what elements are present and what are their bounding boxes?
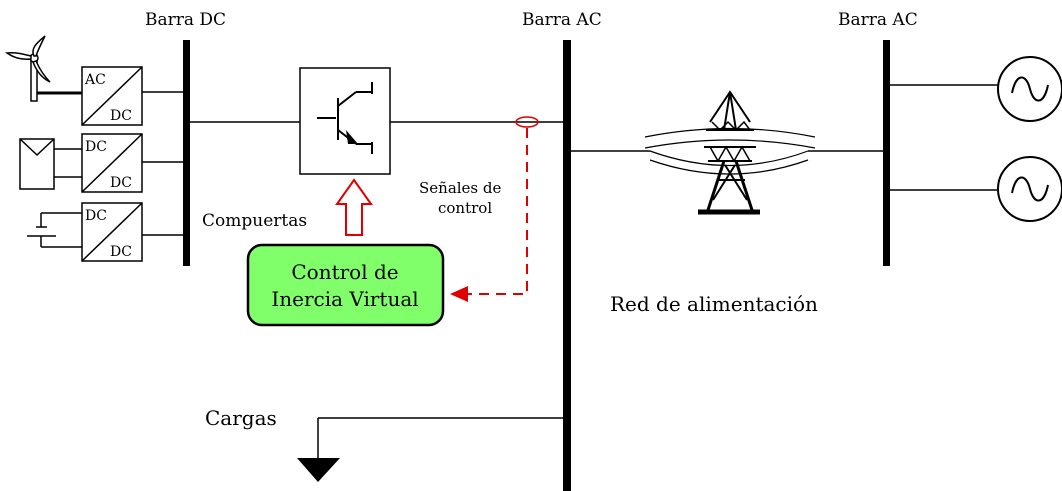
converter-bus-links	[142, 91, 183, 236]
dc-bus-bar	[183, 40, 190, 266]
transmission-tower-icon	[644, 90, 816, 215]
ground-icon	[297, 458, 340, 482]
converter-2: DC DC	[81, 133, 143, 193]
loads-label: Cargas	[205, 406, 277, 430]
converter-2-top: DC	[85, 139, 107, 155]
control-label-line1: Control de	[291, 260, 398, 284]
signals-label-line1: Señales de	[419, 179, 501, 197]
battery-icon	[27, 212, 82, 248]
control-label-line2: Inercia Virtual	[271, 287, 418, 311]
converter-1-top: AC	[84, 72, 106, 88]
igbt-icon	[299, 67, 391, 175]
ac-bus-2-label: Barra AC	[838, 10, 918, 30]
ac-source-icon	[997, 156, 1062, 222]
dc-bus-label: Barra DC	[145, 10, 226, 30]
converter-3-top: DC	[85, 208, 107, 224]
wind-turbine-icon	[4, 35, 51, 102]
gates-label: Compuertas	[202, 211, 307, 231]
converter-3-bottom: DC	[110, 244, 132, 260]
ac-bus-2-bar	[883, 40, 890, 266]
ac-source-icon	[997, 56, 1062, 122]
ac-bus-1-bar	[563, 40, 571, 491]
converter-3: DC DC	[81, 202, 143, 262]
converter-2-bottom: DC	[110, 175, 132, 191]
converter-1-bottom: DC	[110, 108, 132, 124]
control-signal-path	[450, 128, 528, 302]
ac-bus-1-label: Barra AC	[522, 10, 602, 30]
signals-label-line2: control	[438, 199, 492, 217]
solar-panel-icon	[19, 138, 55, 190]
gate-signal-arrow	[335, 178, 373, 236]
virtual-inertia-control-box	[246, 243, 445, 327]
measurement-point-icon	[515, 116, 539, 128]
grid-label: Red de alimentación	[610, 292, 818, 316]
converter-1: AC DC	[81, 66, 143, 126]
